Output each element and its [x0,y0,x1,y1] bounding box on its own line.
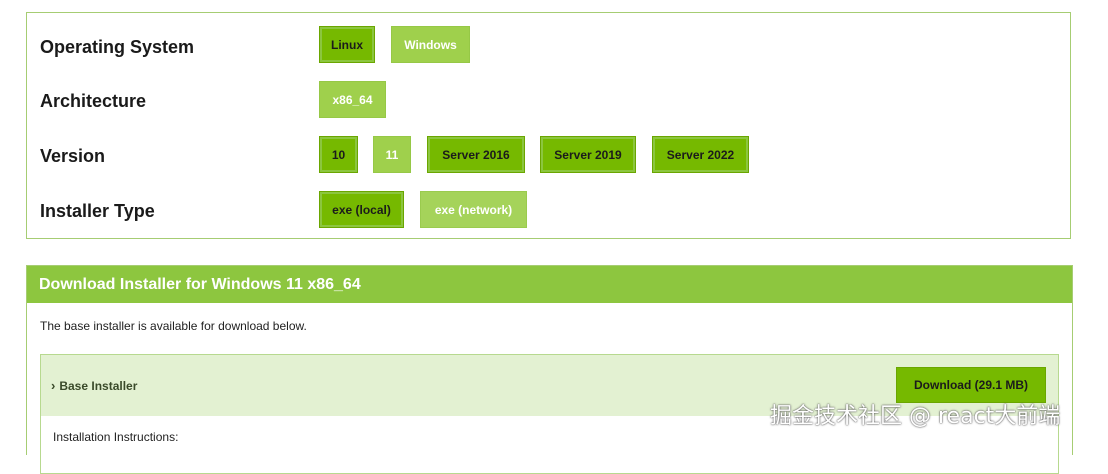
installer-selector: Operating System Linux Windows Architect… [26,12,1071,239]
version-option-10[interactable]: 10 [319,136,358,173]
arch-option-x86-64[interactable]: x86_64 [319,81,386,118]
os-label: Operating System [40,37,195,57]
installer-type-label: Installer Type [40,201,155,221]
arch-label: Architecture [40,91,147,111]
download-button[interactable]: Download (29.1 MB) [896,367,1046,403]
download-description: The base installer is available for down… [40,319,307,333]
installation-instructions-label: Installation Instructions: [53,430,179,444]
base-installer-toggle[interactable]: › Base Installer [51,378,137,393]
chevron-right-icon: › [51,378,56,393]
installer-option-exe-network[interactable]: exe (network) [420,191,527,228]
base-installer-header[interactable]: › Base Installer Download (29.1 MB) [41,355,1058,416]
base-installer-label: Base Installer [59,378,138,393]
version-option-11[interactable]: 11 [373,136,411,173]
os-option-linux[interactable]: Linux [319,26,375,63]
version-option-server-2016[interactable]: Server 2016 [427,136,525,173]
version-option-server-2022[interactable]: Server 2022 [652,136,749,173]
installer-option-exe-local[interactable]: exe (local) [319,191,404,228]
os-option-windows[interactable]: Windows [391,26,470,63]
version-option-server-2019[interactable]: Server 2019 [540,136,636,173]
download-header: Download Installer for Windows 11 x86_64 [27,266,1072,303]
version-label: Version [40,146,106,166]
watermark: 掘金技术社区 @ react大前端 [770,404,1061,429]
